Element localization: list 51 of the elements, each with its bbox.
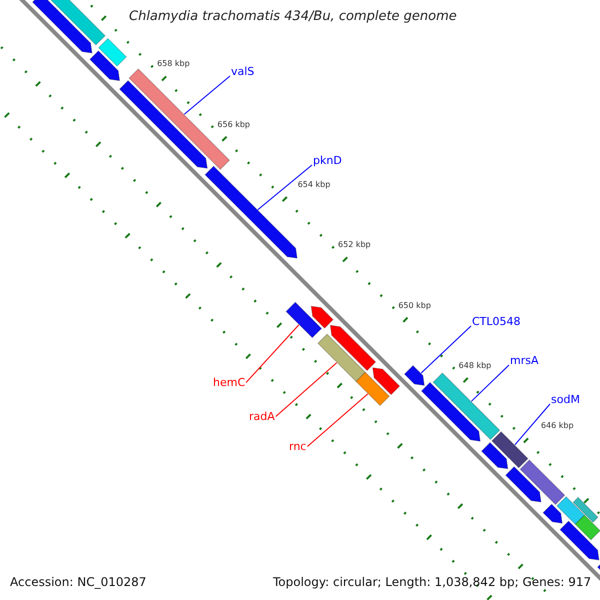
gene-label: CTL0548 xyxy=(472,316,521,327)
gene-label: valS xyxy=(231,66,254,77)
gene-segment xyxy=(317,334,366,382)
gene-segment xyxy=(505,466,542,502)
tick-label: 658 kbp xyxy=(157,60,190,68)
leader-line xyxy=(514,404,550,446)
leader-line xyxy=(470,364,510,402)
tick-label: 646 kbp xyxy=(540,422,574,430)
gene-segment xyxy=(98,38,127,67)
title: Chlamydia trachomatis 434/Bu, complete genome xyxy=(129,10,457,23)
gene-segment xyxy=(420,382,481,442)
gene-label: mrsA xyxy=(510,355,538,366)
gene-segment xyxy=(89,50,120,82)
gene-segment xyxy=(432,372,500,440)
gene-segment xyxy=(560,520,600,560)
gene-segment xyxy=(574,514,600,540)
gene-label: rnc xyxy=(289,441,306,452)
gene-segment xyxy=(520,459,566,506)
gene-segment xyxy=(491,431,528,468)
tick-label: 656 kbp xyxy=(217,120,250,129)
gene-segment xyxy=(286,302,322,338)
leader-line xyxy=(246,324,300,383)
gene-segment xyxy=(556,496,586,525)
leader-line xyxy=(275,362,338,417)
gene-segment xyxy=(572,496,598,523)
gene-segment xyxy=(310,306,334,329)
tick-label: 654 kbp xyxy=(298,181,330,190)
leader-line xyxy=(420,326,472,374)
gene-segment xyxy=(481,442,508,470)
gene-segment xyxy=(128,68,230,170)
gene-segment xyxy=(356,372,390,406)
leader-line xyxy=(257,164,312,210)
gene-segment xyxy=(404,365,425,386)
gene-segment xyxy=(330,324,376,372)
gene-label: radA xyxy=(249,411,275,422)
leader-line xyxy=(184,76,230,115)
gene-segment xyxy=(542,504,563,524)
accession-text: Accession: NC_010287 xyxy=(10,576,146,588)
tick-label: 648 kbp xyxy=(458,362,492,370)
gene-segment xyxy=(32,0,92,54)
gene-segment xyxy=(204,166,298,259)
tick-label: 652 kbp xyxy=(338,241,371,250)
leader-line xyxy=(306,393,368,447)
gene-label: pknD xyxy=(313,155,342,166)
genome-info-text: Topology: circular; Length: 1,038,842 bp; Genes: 917 xyxy=(273,576,592,588)
gene-segment xyxy=(119,80,208,169)
gene-label: hemC xyxy=(213,377,246,388)
tick-label: 650 kbp xyxy=(398,302,431,310)
gene-segment xyxy=(372,367,400,396)
gene-label: sodM xyxy=(551,394,580,405)
gene-segment xyxy=(50,0,106,46)
